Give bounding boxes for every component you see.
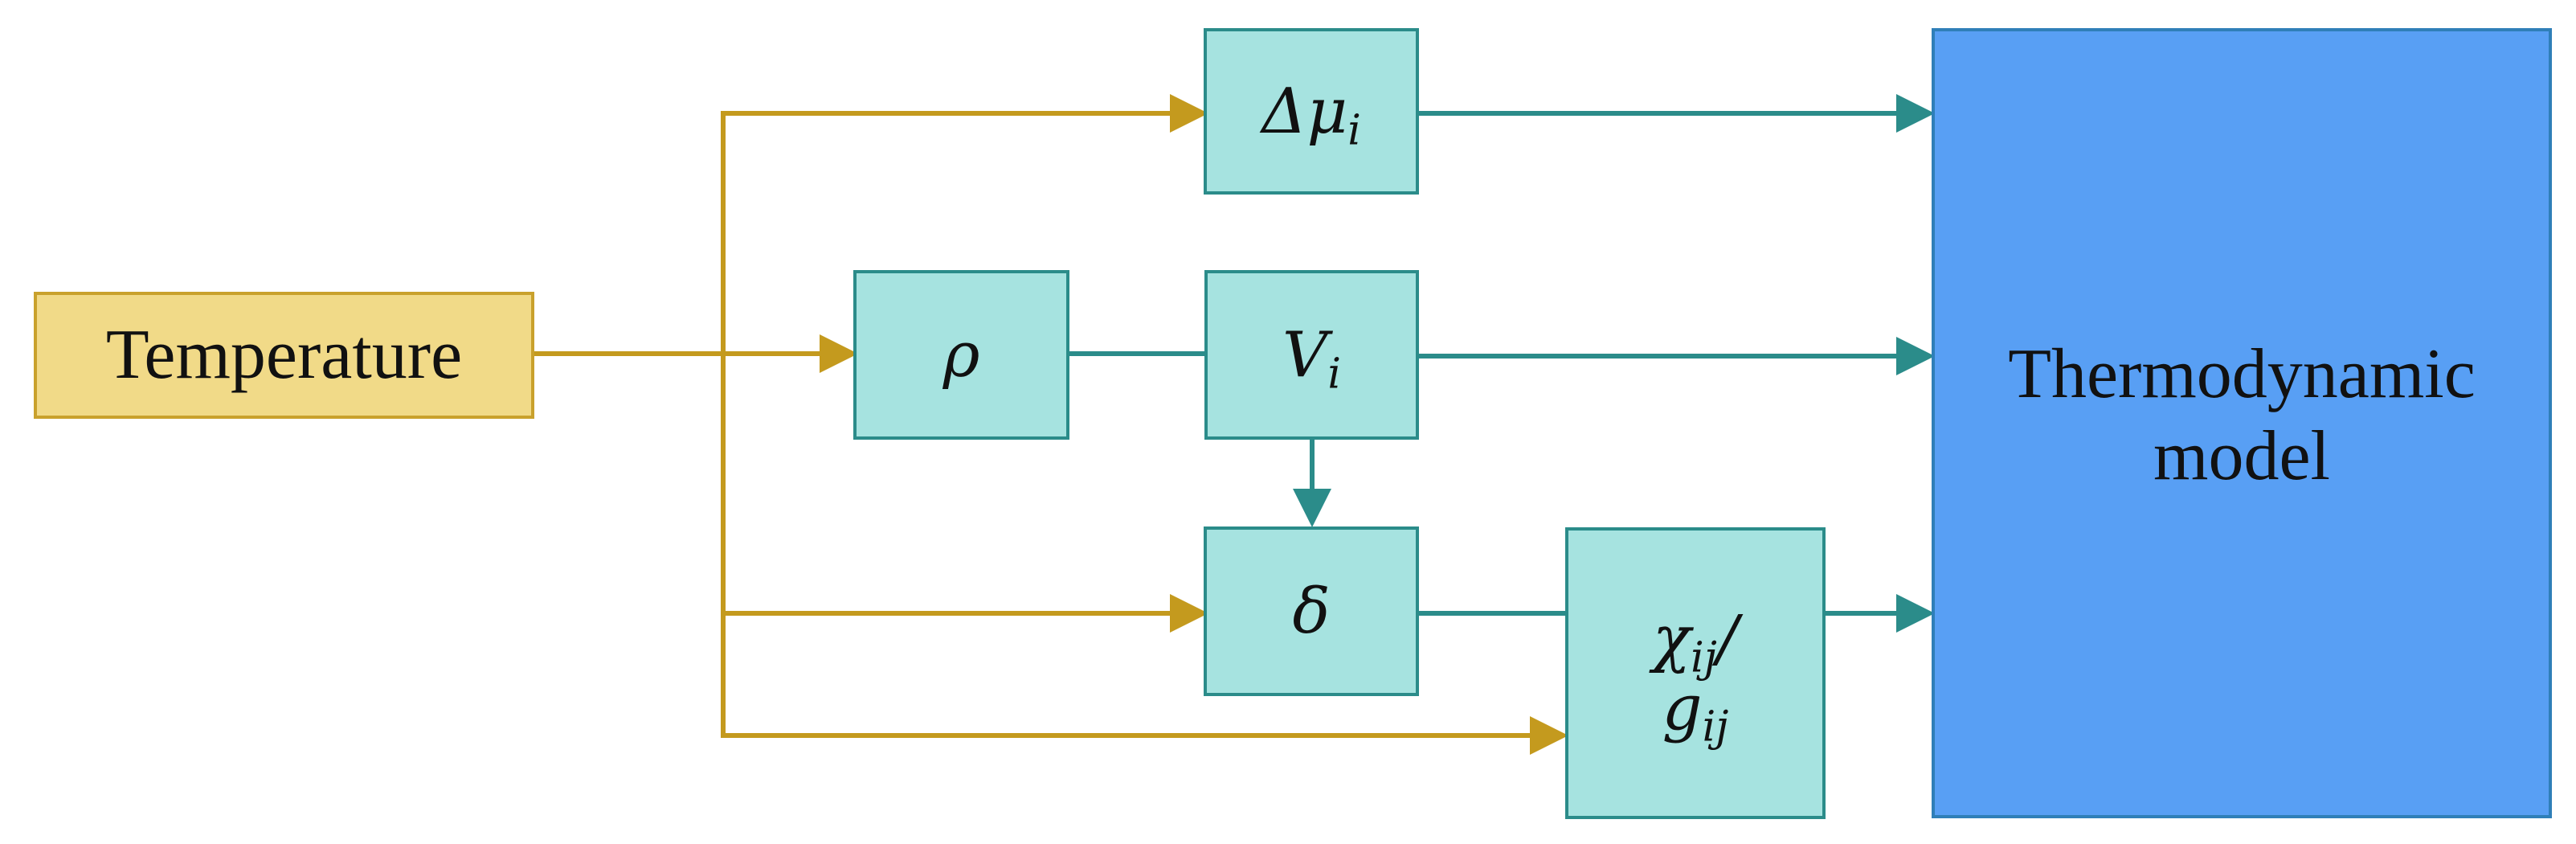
volume-main: V bbox=[1282, 318, 1328, 391]
temperature-label: Temperature bbox=[105, 316, 463, 395]
chi-main: χ bbox=[1652, 602, 1691, 675]
chi-g-stack: χij/ gij bbox=[1653, 608, 1738, 748]
chi-g-box: χij/ gij bbox=[1565, 527, 1826, 819]
parameter-flow-lines bbox=[1069, 94, 1935, 633]
delta-symbol: δ bbox=[1292, 575, 1331, 648]
rho-box: ρ bbox=[853, 270, 1069, 440]
g-symbol: gij bbox=[1662, 677, 1729, 748]
volume-box: Vi bbox=[1204, 270, 1419, 440]
delta-mu-subscript: i bbox=[1347, 106, 1361, 155]
delta-mu-symbol: Δμi bbox=[1261, 80, 1361, 152]
temperature-box: Temperature bbox=[34, 292, 534, 419]
volume-subscript: i bbox=[1327, 350, 1341, 399]
thermodynamic-model-label: Thermodynamic model bbox=[2008, 334, 2476, 496]
rho-symbol: ρ bbox=[942, 318, 980, 391]
chi-slash: / bbox=[1716, 602, 1739, 675]
delta-box: δ bbox=[1204, 526, 1419, 696]
g-subscript: ij bbox=[1702, 703, 1729, 752]
thermodynamic-model-line-1: Thermodynamic bbox=[2008, 335, 2476, 414]
volume-symbol: Vi bbox=[1282, 324, 1341, 395]
g-main: g bbox=[1662, 671, 1703, 744]
chi-symbol: χij/ bbox=[1653, 608, 1738, 679]
delta-mu-box: Δμi bbox=[1204, 28, 1419, 195]
temperature-flow-lines bbox=[534, 94, 1568, 755]
thermodynamic-model-box: Thermodynamic model bbox=[1932, 28, 2552, 818]
thermodynamic-model-line-2: model bbox=[2153, 416, 2330, 495]
delta-mu-main: Δμ bbox=[1261, 75, 1348, 148]
chi-subscript: ij bbox=[1691, 633, 1717, 682]
